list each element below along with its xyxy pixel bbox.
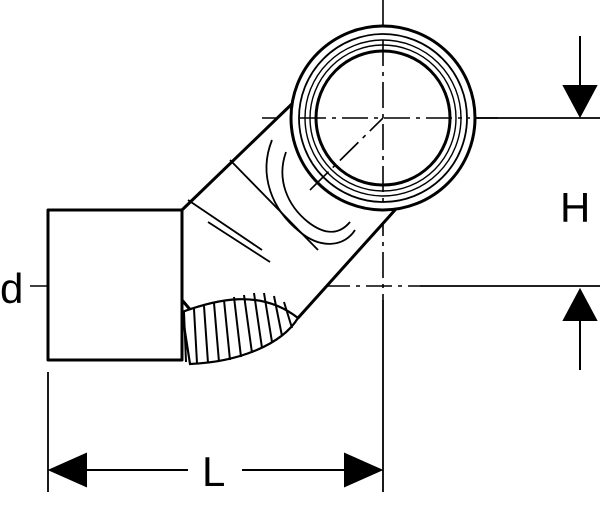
rib [253,292,263,349]
rib [193,308,198,364]
length-arrow-right-head [344,452,384,488]
branch-ring-2 [298,33,468,203]
rib [283,301,293,329]
inner-curve [265,139,356,245]
length-arrow-left-head [47,452,87,488]
length-dimension [47,452,384,488]
rib [223,299,231,361]
diameter-label: d [0,265,23,312]
height-arrow-bottom-head [562,287,598,321]
length-label: L [202,448,225,495]
left-socket [46,208,184,362]
ribs [183,292,293,364]
rib [203,305,209,364]
height-dimension [562,36,598,370]
height-arrow-top-head [562,85,598,119]
ribbed-spigot [180,298,300,366]
body-details [181,139,356,286]
rib [233,296,242,358]
rib-band [180,298,300,366]
rib [213,302,220,363]
branch-crosshair [300,40,470,205]
rib [263,292,273,343]
height-label: H [560,184,590,231]
inner-curve-2 [281,151,351,233]
body-step-upper [187,199,263,251]
rib [183,311,187,363]
rib [273,295,283,337]
branch-cross-diagonal [309,117,384,191]
rib [243,294,253,354]
body-step-lower [207,221,271,263]
extension-lines [47,117,600,492]
